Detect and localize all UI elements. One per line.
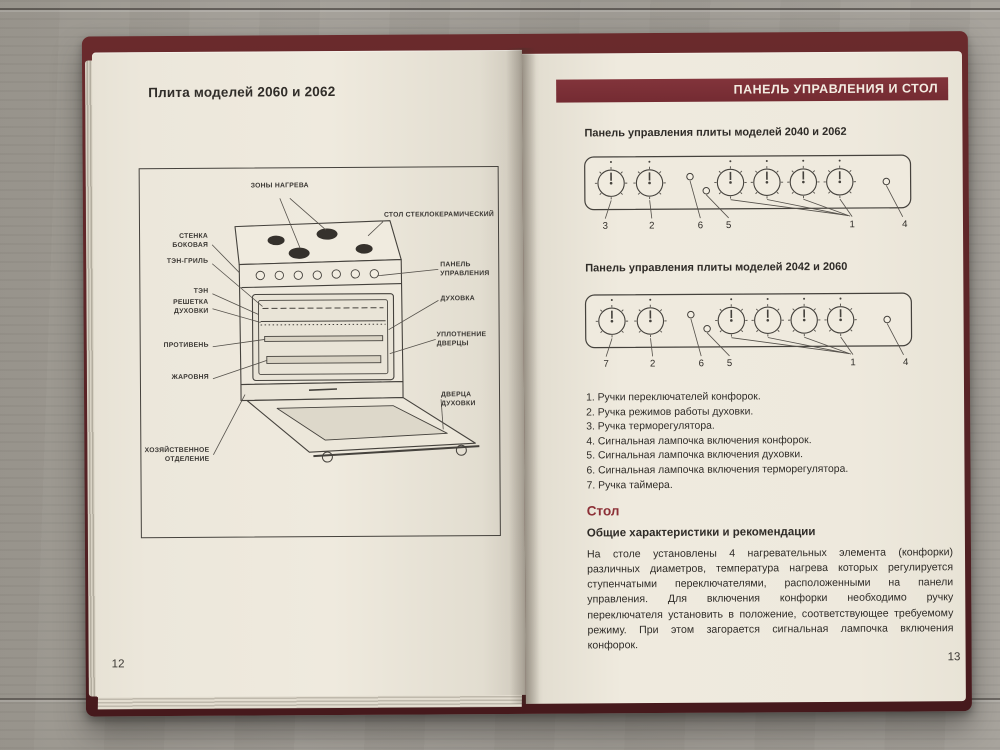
burner-knob	[822, 164, 857, 199]
burner-knob	[714, 303, 749, 338]
stove-line-drawing	[211, 197, 480, 463]
body-paragraph: На столе установлены 4 нагревательных эл…	[586, 546, 954, 652]
stove-diagram: ЗОНЫ НАГРЕВА СТОЛ СТЕКЛОКЕРАМИЧЕСКИЙ СТЕ…	[140, 167, 500, 537]
control-panel-diagram-1: 3 2 6 5 1 4	[581, 145, 922, 235]
burner-knob	[750, 303, 785, 338]
label-utility-compartment: ХОЗЯЙСТВЕННОЕ ОТДЕЛЕНИЕ	[144, 446, 210, 463]
callout-number: 2	[650, 358, 655, 369]
burner-knob	[786, 164, 821, 200]
timer-knob	[594, 304, 630, 339]
left-page-title: Плита моделей 2060 и 2062	[148, 84, 336, 101]
legend-list: 1. Ручки переключателей конфорок. 2. Руч…	[586, 389, 947, 493]
label-grill-heater: ТЭН-ГРИЛЬ	[166, 257, 209, 266]
callout-number: 5	[726, 220, 731, 231]
callout-number: 7	[603, 359, 608, 370]
label-oven-rack: РЕШЕТКА ДУХОВКИ	[173, 298, 209, 315]
label-oven: ДУХОВКА	[440, 295, 475, 303]
oven-lamp	[702, 186, 711, 195]
label-door-seal: УПЛОТНЕНИЕ ДВЕРЦЫ	[436, 331, 487, 348]
label-glass-ceramic-top: СТОЛ СТЕКЛОКЕРАМИЧЕСКИЙ	[383, 211, 495, 219]
page-number-13: 13	[947, 651, 961, 664]
oven-mode-knob	[632, 165, 667, 201]
burner-zones	[267, 228, 373, 259]
burner-lamp	[883, 315, 891, 324]
callout-number: 3	[603, 221, 608, 232]
label-roasting-pan: ЖАРОВНЯ	[171, 373, 209, 382]
oven-lamp	[703, 324, 711, 333]
callout-number: 6	[699, 358, 704, 369]
callout-number: 4	[902, 219, 908, 230]
right-page: ПАНЕЛЬ УПРАВЛЕНИЯ И СТОЛ Панель управлен…	[521, 51, 966, 704]
general-characteristics-subheading: Общие характеристики и рекомендации	[586, 526, 816, 540]
panel-icon-marks	[610, 297, 842, 301]
label-side-wall: СТЕНКА БОКОВАЯ	[172, 232, 209, 249]
label-control-panel: ПАНЕЛЬ УПРАВЛЕНИЯ	[440, 261, 490, 278]
label-oven-door: ДВЕРЦА ДУХОВКИ	[441, 391, 476, 408]
left-page: Плита моделей 2060 и 2062	[91, 49, 526, 698]
stove-diagram-frame: ЗОНЫ НАГРЕВА СТОЛ СТЕКЛОКЕРАМИЧЕСКИЙ СТЕ…	[138, 166, 501, 539]
legend-item: 7. Ручка таймера.	[586, 479, 673, 492]
panel-icon-marks	[609, 159, 841, 163]
label-heater: ТЭН	[193, 287, 209, 295]
oven-mode-knob	[633, 303, 668, 339]
control-panel-diagram-2: 7 2 6 5 1 4	[581, 283, 922, 373]
burner-knob	[823, 302, 858, 337]
callout-number: 6	[698, 220, 703, 231]
burner-knob	[787, 302, 822, 338]
page-number-12: 12	[111, 658, 125, 671]
label-baking-tray: ПРОТИВЕНЬ	[163, 341, 209, 350]
thermostat-lamp	[687, 310, 695, 319]
callout-number: 5	[727, 358, 732, 369]
label-heating-zones: ЗОНЫ НАГРЕВА	[250, 182, 309, 190]
callout-number: 1	[850, 357, 855, 368]
callout-number: 2	[649, 220, 654, 231]
front-panel-knobs	[255, 269, 379, 281]
callout-number: 4	[903, 357, 909, 368]
leader-lines	[211, 197, 444, 455]
section1-title: Панель управления плиты моделей 2040 и 2…	[584, 125, 847, 140]
burner-knob	[713, 165, 748, 200]
callout-number: 1	[849, 219, 854, 230]
chapter-header-bar: ПАНЕЛЬ УПРАВЛЕНИЯ И СТОЛ	[556, 77, 949, 103]
burner-knob	[749, 165, 785, 200]
thermostat-lamp	[686, 172, 694, 181]
table-section-heading: Стол	[586, 503, 620, 519]
section2-title: Панель управления плиты моделей 2042 и 2…	[585, 260, 848, 275]
thermostat-knob	[593, 166, 629, 201]
burner-lamp	[882, 177, 891, 186]
